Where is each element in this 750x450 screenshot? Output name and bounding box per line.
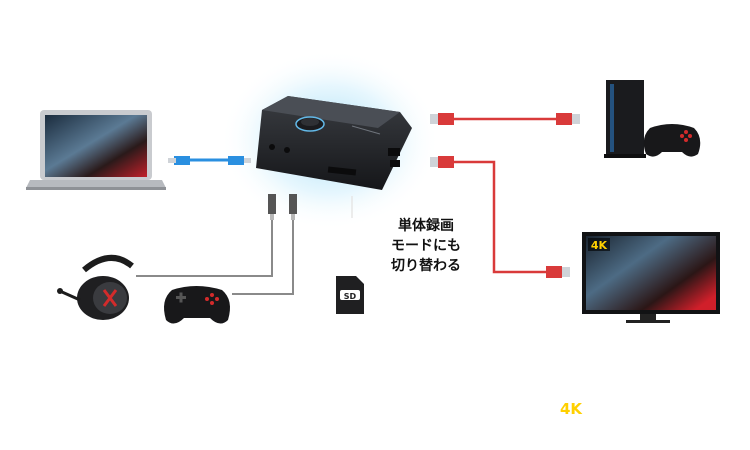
mode-label-line-1: 単体録画 [398, 218, 454, 234]
hdmi-cable-tv [430, 156, 570, 278]
resolution-badge: 4K [560, 400, 583, 418]
headset-icon [57, 255, 134, 320]
mode-label-line-3: 切り替わる [391, 258, 461, 274]
gamepad-icon [164, 286, 230, 324]
mode-label-line-2: モードにも [391, 238, 461, 254]
console-gamepad-icon [643, 124, 701, 157]
sd-card-icon: SD [336, 276, 364, 314]
standalone-mode-label: 単体録画 モードにも 切り替わる [378, 216, 474, 276]
tv-icon: 4K [582, 232, 720, 323]
audio-cables [136, 194, 297, 295]
tv-4k-badge: 4K [591, 239, 608, 252]
laptop-icon [26, 110, 166, 190]
capture-device [256, 96, 412, 190]
hdmi-cable-console [430, 113, 580, 125]
sd-label: SD [344, 292, 357, 301]
console-icon [604, 80, 646, 158]
usb-cable [168, 156, 251, 165]
